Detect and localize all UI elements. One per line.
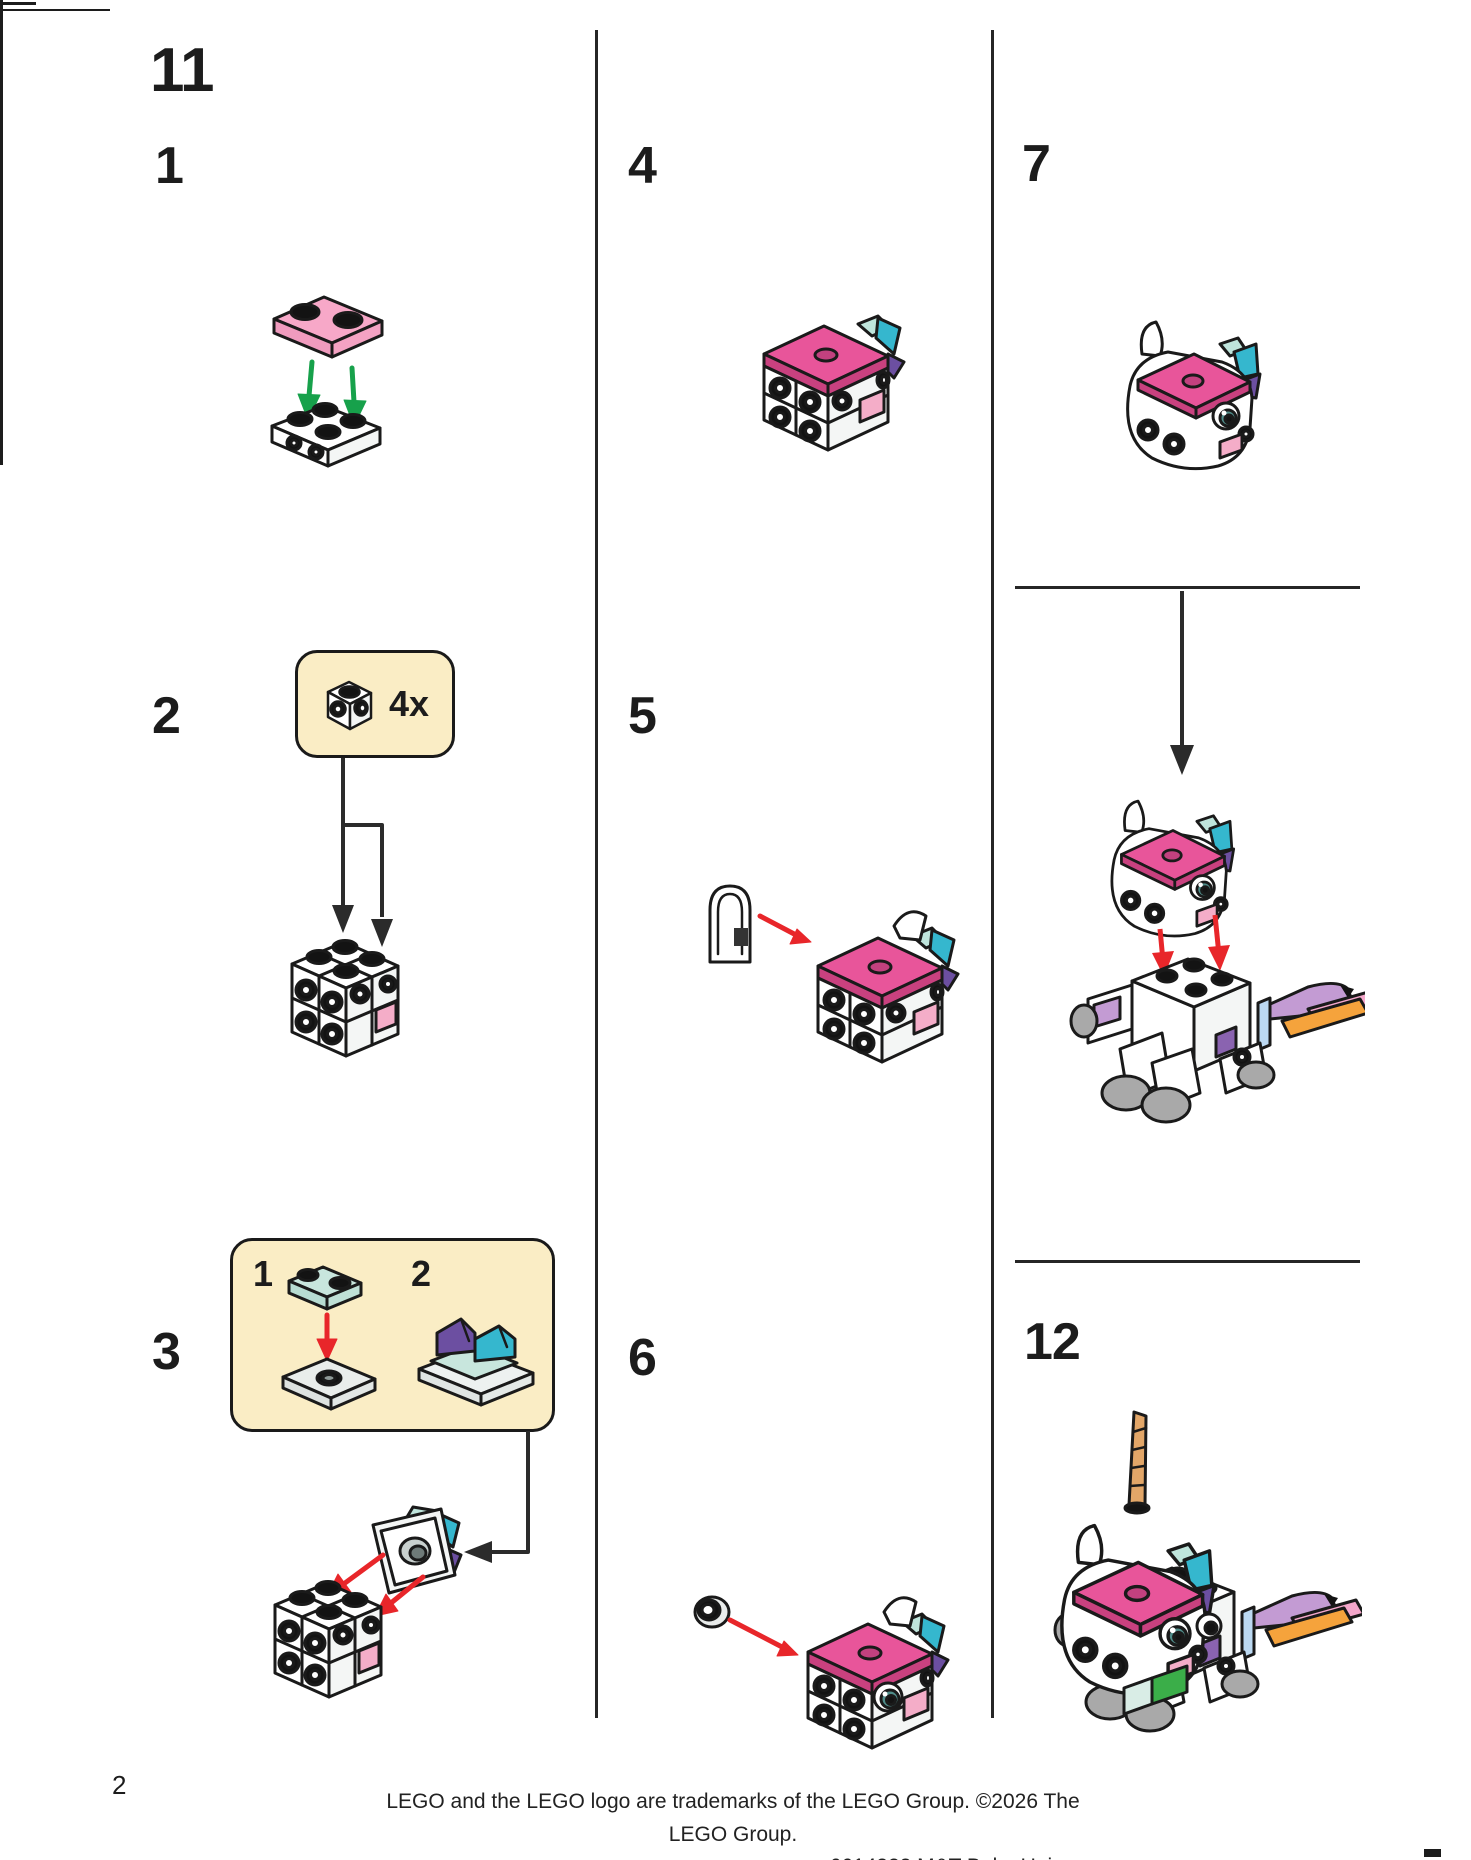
step3-assembly: [273, 1505, 463, 1699]
red-arrow-icon: [727, 1617, 787, 1651]
part-count-label: 4x: [388, 683, 430, 724]
step7-number: 7: [1022, 135, 1051, 193]
step1-diagram: [270, 295, 384, 468]
page-number: 2: [112, 1770, 127, 1800]
step3-connector-arrow: [464, 1431, 530, 1563]
step12-final-model: [1053, 1410, 1362, 1733]
purple-slope-part: [435, 1317, 477, 1357]
substep1-number: 1: [253, 1253, 274, 1294]
step6-number: 6: [628, 1329, 657, 1387]
page-edge-artifact-top1: [0, 2, 36, 5]
step7-head: [1126, 320, 1262, 471]
step5-diagram: [708, 884, 960, 1064]
step12-number: 12: [1024, 1313, 1081, 1371]
step4-number: 4: [628, 137, 657, 195]
red-arrow-icon: [757, 913, 801, 939]
teal-slope-part: [473, 1324, 517, 1363]
step7-attach-diagram: [1069, 591, 1365, 1124]
step3-number: 3: [152, 1323, 181, 1381]
step2-assembly: [290, 939, 400, 1058]
green-arrow-icon: [306, 359, 357, 405]
arch-ear-part: [708, 884, 752, 964]
page-edge-artifact-left: [0, 0, 3, 465]
step2-number: 2: [152, 687, 181, 745]
horn-part: [1127, 1410, 1148, 1508]
page-edge-artifact-bottom-right: [1424, 1849, 1441, 1857]
aqua-strip-part: [1122, 1676, 1154, 1716]
column-divider-1: [595, 30, 598, 1718]
side-stud-brick-part: [326, 680, 373, 731]
substep2-diagram: [417, 1317, 535, 1407]
column-divider-2: [991, 30, 994, 1718]
footer-set-line: 6614222 M&T Baby Unicorn: [373, 1851, 1093, 1860]
page-step-group-number: 11: [150, 36, 215, 105]
arch-ear-attached: [882, 1596, 918, 1628]
step4-assembly: [762, 314, 906, 452]
step6-diagram: [693, 1595, 950, 1750]
footer-legal: LEGO and the LEGO logo are trademarks of…: [373, 1786, 1093, 1860]
step1-number: 1: [155, 137, 184, 195]
step5-number: 5: [628, 687, 657, 745]
substep1-diagram: [281, 1265, 377, 1411]
red-arrow-icon: [342, 1552, 426, 1606]
arch-ear-attached: [892, 910, 928, 942]
step7-section-divider: [1015, 586, 1360, 589]
footer-trademark-line: LEGO and the LEGO logo are trademarks of…: [386, 1790, 1080, 1846]
substep2-number: 2: [411, 1253, 432, 1294]
step12-section-divider: [1015, 1260, 1360, 1263]
step2-connector-arrows: [332, 758, 393, 947]
step2-parts-callout: 4x: [295, 650, 455, 758]
step3-parts-callout: 1 2: [230, 1238, 555, 1432]
page-edge-artifact-top2: [0, 9, 110, 11]
